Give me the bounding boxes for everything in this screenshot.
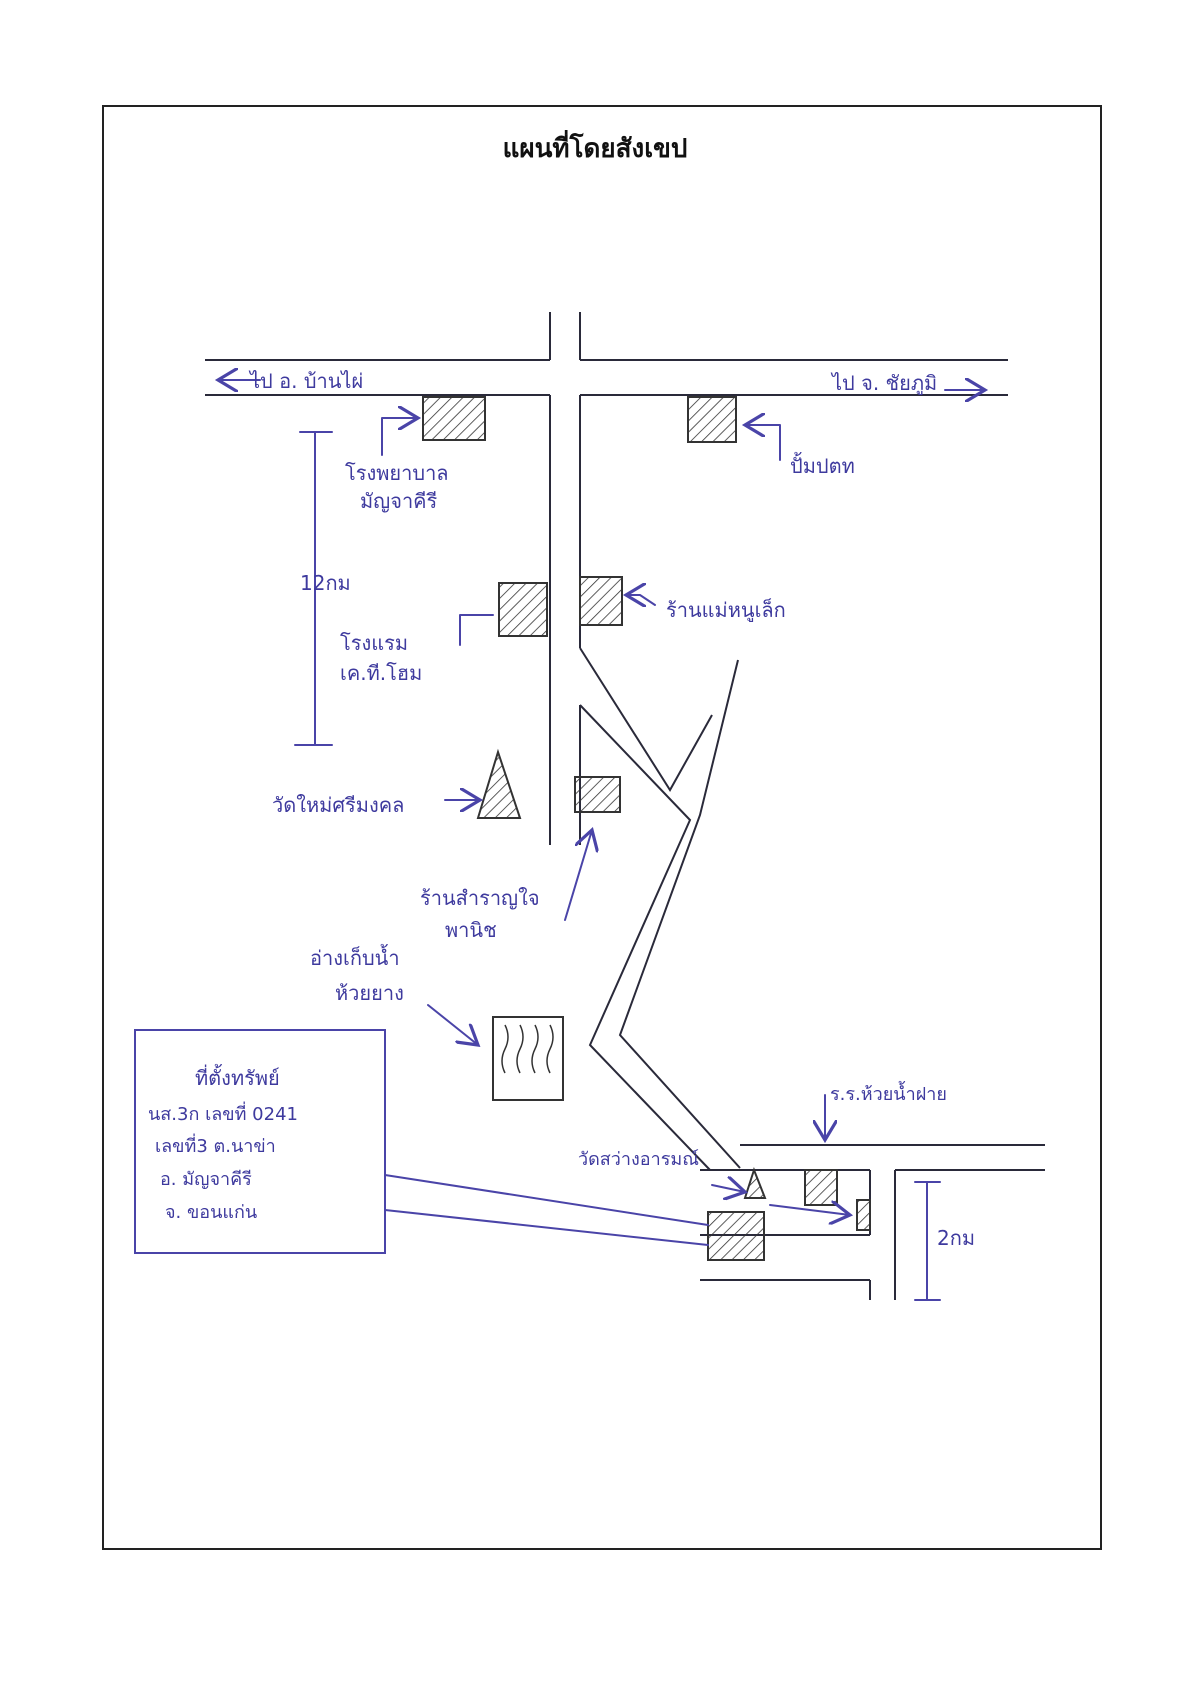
label-wat-mai: วัดใหม่ศรีมงคล	[272, 793, 404, 817]
label-property-1: ที่ตั้งทรัพย์	[195, 1064, 280, 1090]
label-to-chaiyaphum: ไป จ. ชัยภูมิ	[830, 371, 937, 396]
property-label-box	[134, 1029, 386, 1254]
label-shop-mae-nu-lek: ร้านแม่หนูเล็ก	[666, 597, 786, 623]
reservoir-icon	[492, 1016, 564, 1101]
gas-station-building	[687, 396, 737, 443]
label-gas-station: ปั้มปตท	[790, 452, 855, 478]
label-wat-sawang: วัดสว่างอารมณ์	[578, 1149, 699, 1170]
school-building	[804, 1169, 838, 1206]
property-building	[707, 1211, 765, 1261]
label-property-4: อ. มัญจาคีรี	[160, 1169, 252, 1190]
hotel-building	[498, 582, 548, 637]
shop-mae-nu-lek-building	[579, 576, 623, 626]
label-property-2: นส.3ก เลขที่ 0241	[148, 1101, 298, 1125]
label-to-ban-phai: ไป อ. บ้านไผ่	[248, 369, 363, 393]
small-building	[856, 1199, 871, 1231]
label-reservoir-1: อ่างเก็บน้ำ	[310, 944, 400, 970]
label-hotel-2: เค.ที.โฮม	[340, 661, 422, 685]
label-reservoir-2: ห้วยยาง	[335, 981, 404, 1005]
label-shop-samran-2: พานิช	[445, 918, 497, 942]
branch-roads	[579, 647, 1045, 1300]
label-school: ร.ร.ห้วยน้ำฝาย	[830, 1081, 947, 1105]
label-hospital-1: โรงพยาบาล	[345, 461, 449, 485]
label-hospital-2: มัญจาคีรี	[360, 489, 438, 513]
label-distance-12km: 12กม	[300, 571, 351, 595]
label-property-3: เลขที่3 ต.นาข่า	[155, 1133, 276, 1157]
map-frame	[102, 105, 1102, 1550]
wat-mai-icon	[476, 748, 522, 819]
label-property-5: จ. ขอนแก่น	[165, 1202, 257, 1223]
wat-sawang-icon	[743, 1167, 767, 1199]
page-title: แผนที่โดยสังเขป	[502, 134, 688, 164]
hospital-building	[422, 396, 486, 441]
label-hotel-1: โรงแรม	[340, 631, 408, 655]
label-shop-samran-1: ร้านสำราญใจ	[420, 886, 540, 910]
shop-samran-building	[574, 776, 621, 813]
main-road	[205, 312, 1008, 845]
label-distance-2km: 2กม	[937, 1226, 975, 1250]
